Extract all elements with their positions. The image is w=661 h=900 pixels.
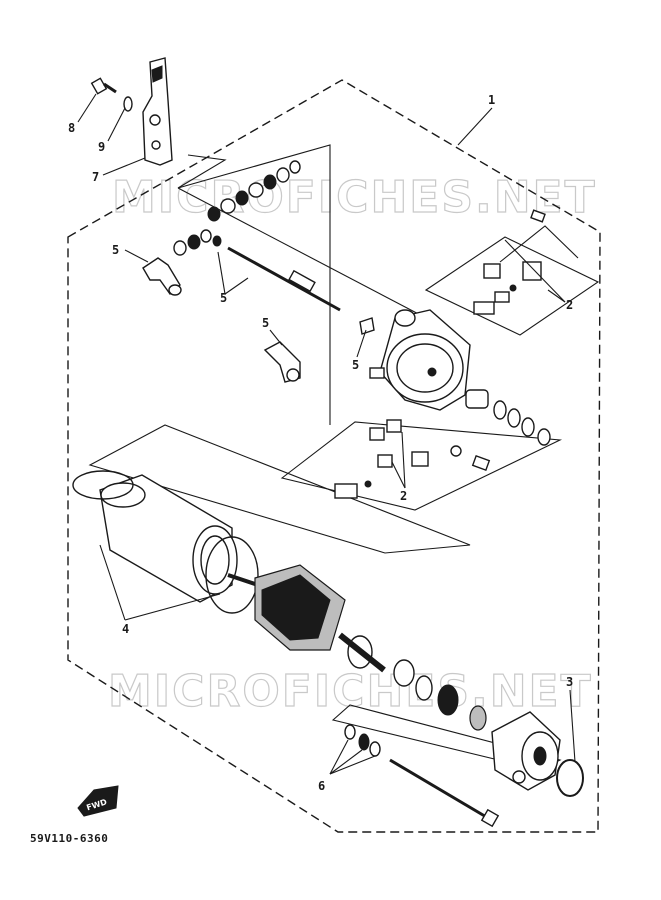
front-cover <box>491 711 561 791</box>
armature <box>227 564 386 673</box>
brush-holder-box-upper <box>424 236 600 336</box>
assembly-outline <box>67 79 601 833</box>
watermark-top: MICROFICHES.NET <box>112 172 597 223</box>
washer-stack-lower <box>173 229 222 256</box>
washer-group-line <box>177 187 431 321</box>
terminal-rod <box>227 246 341 312</box>
callout-2-upper: 2 <box>566 298 573 312</box>
leader-lines <box>77 93 579 775</box>
callout-7: 7 <box>92 170 99 184</box>
washer-group-box <box>177 144 331 425</box>
bracket-link-line <box>177 154 227 189</box>
brush-holder-box-lower <box>280 421 563 511</box>
yoke-box <box>88 424 471 554</box>
callout-6: 6 <box>318 779 325 793</box>
front-washers <box>393 659 487 731</box>
yoke <box>99 474 238 603</box>
o-ring-3 <box>556 759 584 797</box>
washer-9 <box>123 96 133 112</box>
callout-2-lower: 2 <box>400 489 407 503</box>
bolt-box <box>331 704 562 771</box>
brush-holder-upper <box>473 209 546 315</box>
callout-5-left: 5 <box>112 243 119 257</box>
callout-1: 1 <box>488 93 495 107</box>
boot-5-mid <box>263 341 301 383</box>
grommet-5 <box>359 317 375 335</box>
fwd-arrow-icon: FWD <box>77 785 119 817</box>
callout-5-mid: 5 <box>220 291 227 305</box>
callout-5-boot: 5 <box>262 316 269 330</box>
watermark-bottom: MICROFICHES.NET <box>108 666 593 717</box>
callout-9: 9 <box>98 140 105 154</box>
boot-5-left <box>142 257 182 296</box>
bolt-8 <box>90 77 117 95</box>
bracket <box>142 57 173 166</box>
callout-5-grommet: 5 <box>352 358 359 372</box>
diagram-code: 59V110-6360 <box>30 832 108 845</box>
o-ring-4-front <box>205 536 259 614</box>
o-ring-4-rear <box>72 470 134 500</box>
callout-4: 4 <box>122 622 129 636</box>
rear-cover <box>369 309 471 411</box>
callout-8: 8 <box>68 121 75 135</box>
callout-3: 3 <box>566 675 573 689</box>
washer-stack-upper <box>207 160 301 222</box>
brush-holder-lower <box>334 419 491 499</box>
through-bolt <box>344 724 500 828</box>
bearing-washers <box>465 389 551 446</box>
